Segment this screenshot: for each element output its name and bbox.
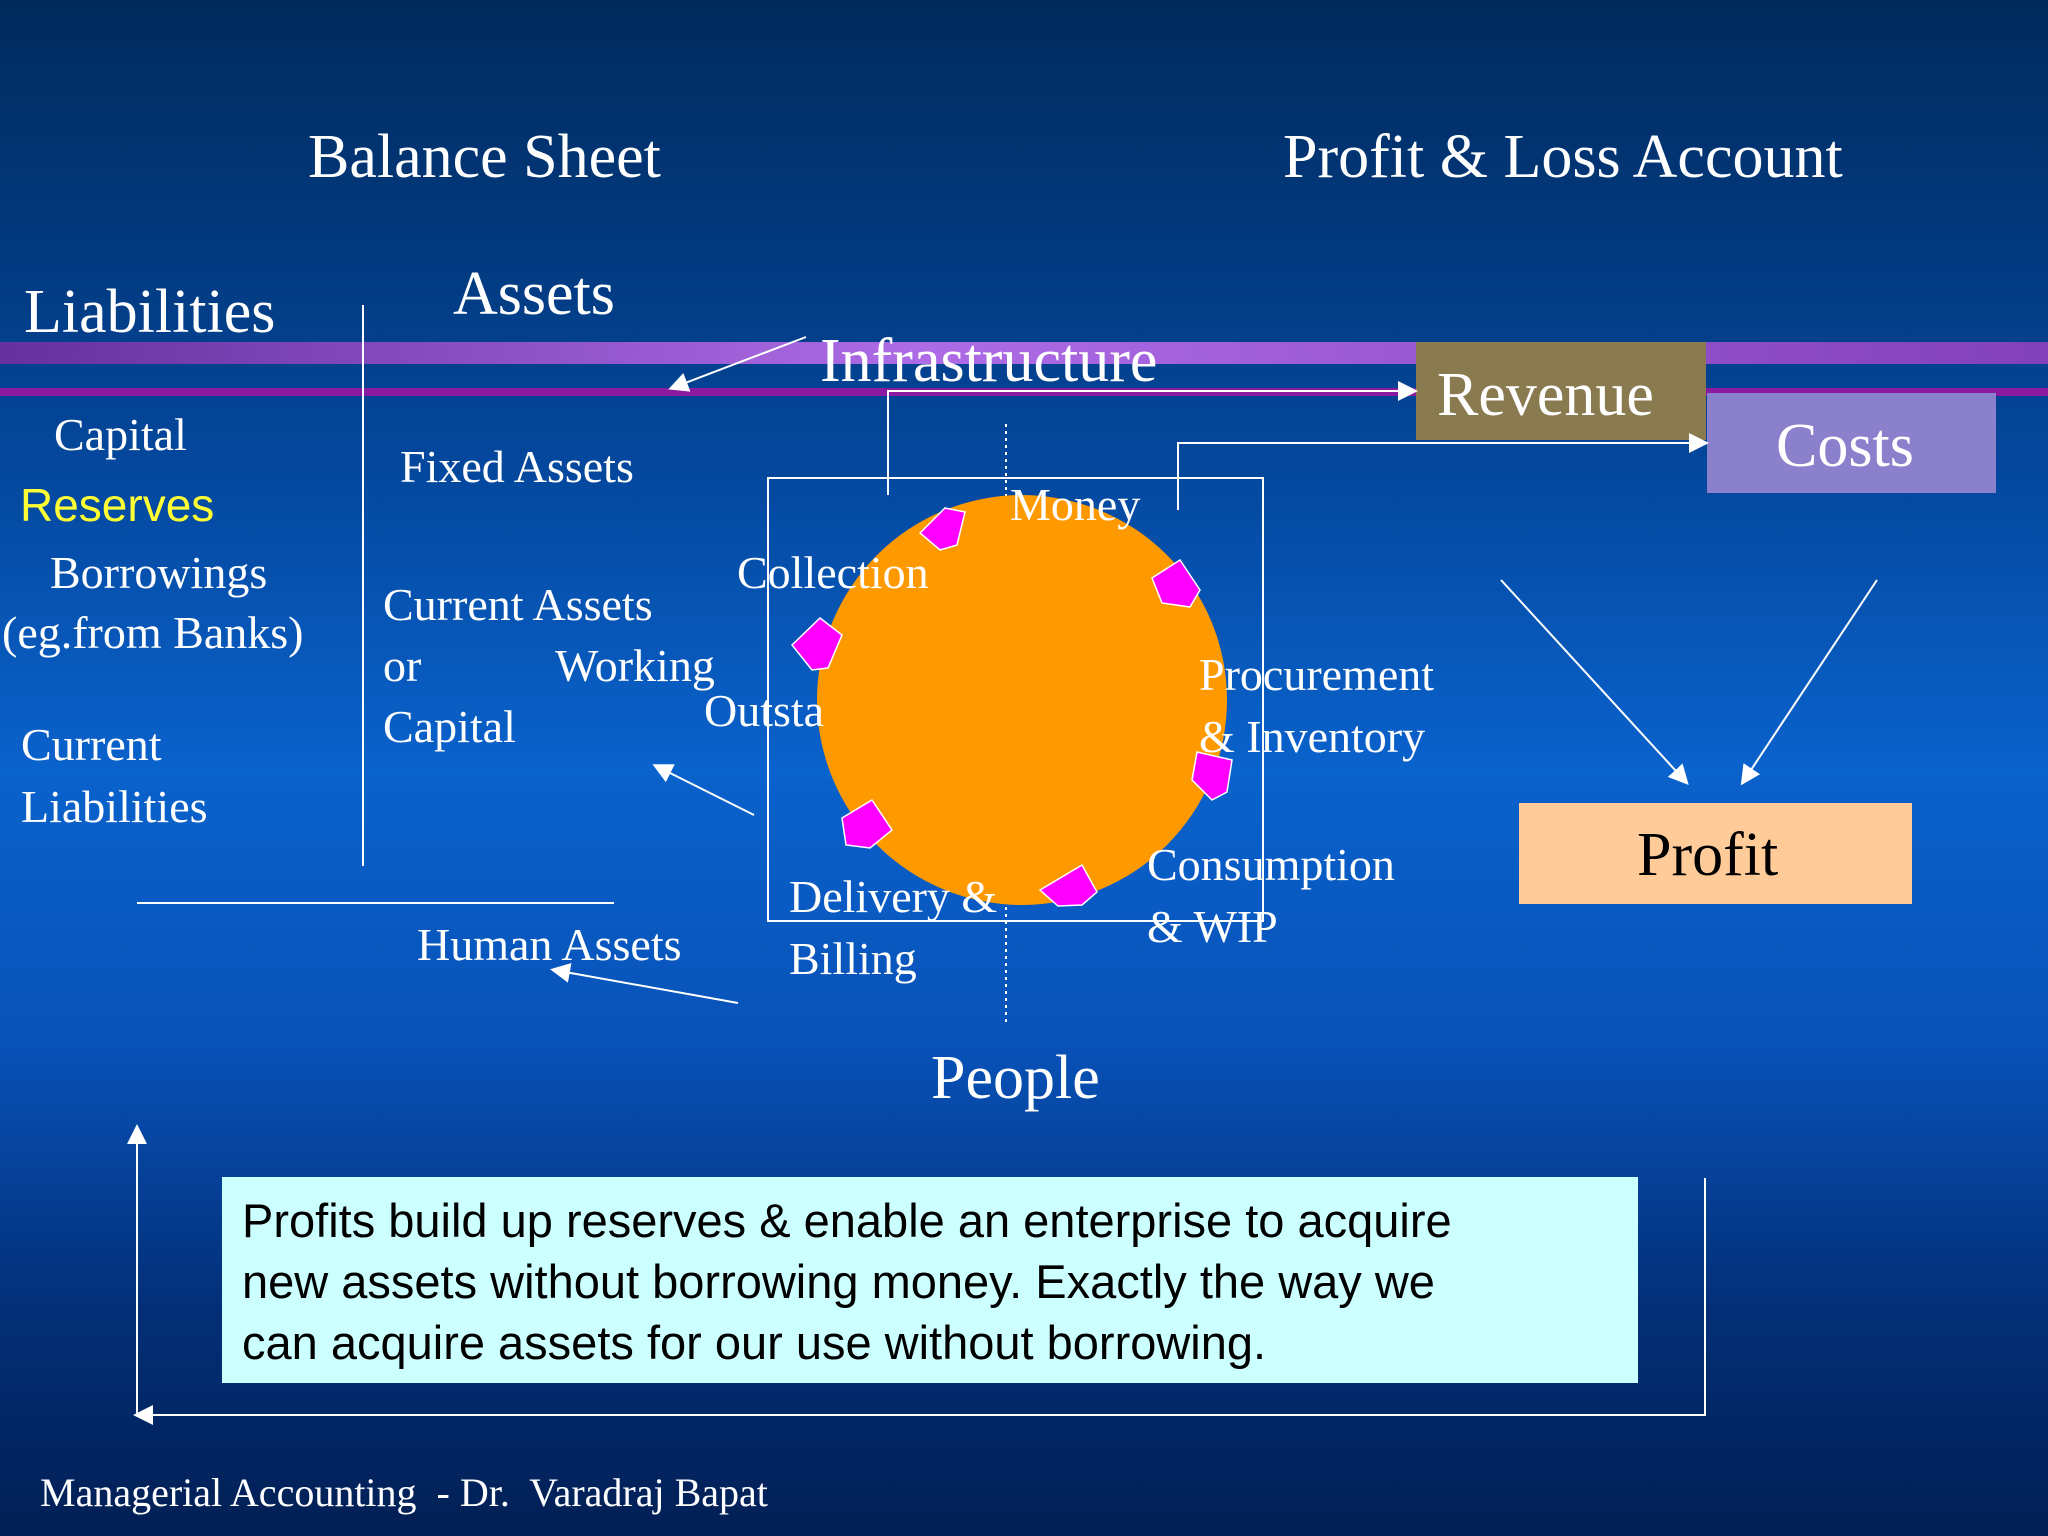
cycle-arrows	[790, 507, 1233, 907]
delivery-line2: Billing	[789, 933, 917, 984]
note-line2: new assets without borrowing money. Exac…	[242, 1255, 1435, 1308]
liabilities-title: Liabilities	[24, 278, 276, 346]
reserves-label: Reserves	[20, 479, 215, 531]
current-assets-line1: Current Assets	[383, 579, 653, 630]
revenue-box	[1416, 342, 1706, 440]
current-liabilities-line2: Liabilities	[21, 781, 208, 832]
current-assets-capital: Capital	[383, 701, 516, 752]
footer-text: Managerial Accounting - Dr. Varadraj Bap…	[40, 1470, 768, 1515]
current-assets-working: Working	[555, 640, 715, 691]
outstanding-label: Outsta	[704, 685, 825, 736]
human-assets-label: Human Assets	[417, 919, 682, 970]
money-label: Money	[1010, 479, 1141, 530]
borrowings-note: (eg.from Banks)	[2, 607, 304, 658]
pl-account-heading: Profit & Loss Account	[1283, 123, 1843, 191]
current-liabilities-line1: Current	[21, 719, 162, 770]
costs-label: Costs	[1776, 412, 1914, 480]
procurement-line2: & Inventory	[1199, 711, 1426, 762]
revenue-label: Revenue	[1437, 361, 1654, 429]
fixed-assets-label: Fixed Assets	[400, 441, 634, 492]
note-line1: Profits build up reserves & enable an en…	[242, 1194, 1452, 1247]
borrowings-label: Borrowings	[50, 547, 268, 598]
collection-label: Collection	[737, 547, 929, 598]
capital-label: Capital	[54, 409, 187, 460]
consumption-line1: Consumption	[1147, 839, 1395, 890]
infrastructure-label: Infrastructure	[820, 327, 1158, 395]
note-line3: can acquire assets for our use without b…	[242, 1316, 1267, 1369]
delivery-line1: Delivery &	[789, 871, 998, 922]
assets-title: Assets	[453, 260, 615, 328]
current-assets-or: or	[383, 640, 422, 691]
consumption-line2: & WIP	[1147, 901, 1278, 952]
balance-sheet-heading: Balance Sheet	[308, 123, 661, 191]
profit-box	[1519, 803, 1912, 904]
cycle-frame	[767, 477, 1264, 922]
people-label: People	[931, 1044, 1100, 1112]
costs-box	[1707, 393, 1996, 493]
profit-label: Profit	[1637, 821, 1779, 889]
note-box	[222, 1177, 1638, 1383]
cycle-circle	[817, 495, 1227, 905]
procurement-line1: Procurement	[1199, 649, 1435, 700]
